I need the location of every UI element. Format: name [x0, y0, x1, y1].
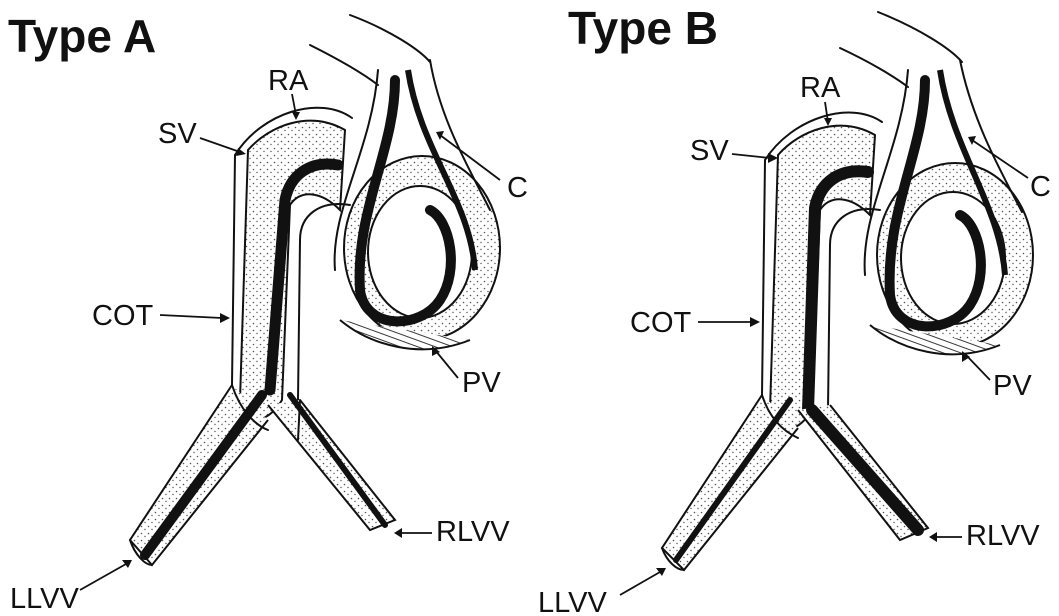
label-pv: PV [462, 367, 501, 399]
label-llvv: LLVV [10, 583, 79, 615]
panel-type-a: Type A [8, 10, 528, 615]
label-llvv: LLVV [538, 587, 607, 616]
coil-loop [870, 70, 1033, 354]
label-ra: RA [268, 65, 309, 97]
left-vitelline-vein [662, 395, 798, 570]
label-cot: COT [92, 300, 154, 332]
panel-type-b: Type B [538, 2, 1051, 616]
label-sv: SV [690, 135, 729, 167]
label-rlvv: RLVV [966, 520, 1040, 552]
label-c: C [507, 172, 528, 204]
panel-title: Type B [568, 2, 718, 54]
label-ra: RA [800, 72, 841, 104]
label-pv: PV [993, 370, 1032, 402]
label-cot: COT [630, 307, 692, 339]
label-rlvv: RLVV [436, 516, 510, 548]
label-sv: SV [158, 118, 197, 150]
label-c: C [1030, 171, 1051, 203]
left-vitelline-vein [130, 385, 268, 565]
coil-loop [340, 70, 500, 349]
panel-title: Type A [8, 10, 156, 62]
